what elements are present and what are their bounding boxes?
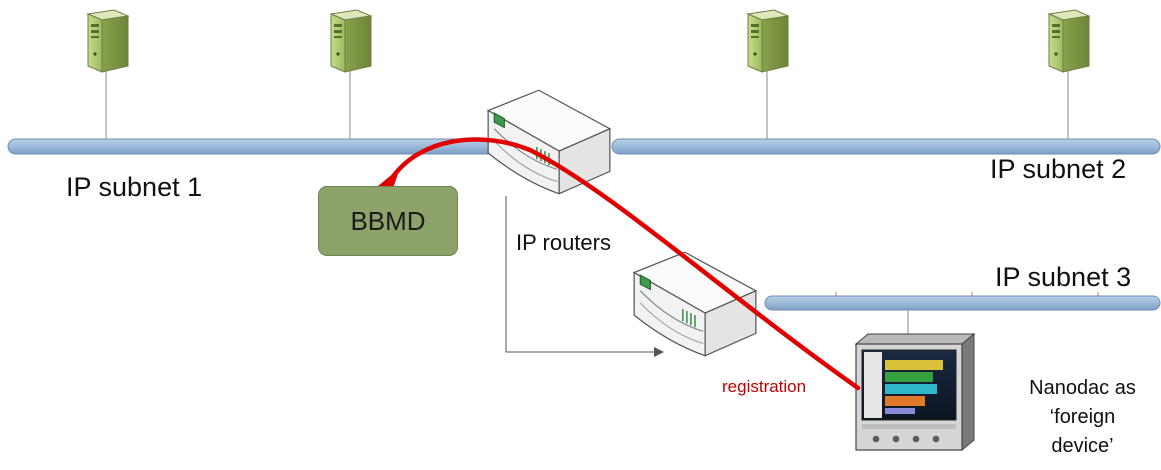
server-icon bbox=[330, 9, 372, 73]
subnet-3-taps bbox=[835, 292, 1099, 296]
bbmd-box: BBMD bbox=[318, 186, 458, 256]
foreign-device-label: Nanodac as ‘foreign device’ bbox=[1005, 374, 1160, 461]
server-icon bbox=[1048, 9, 1090, 73]
routers-label: IP routers bbox=[516, 230, 611, 255]
registration-arrow bbox=[389, 137, 861, 391]
subnet-2-pipe bbox=[611, 138, 1161, 155]
registration-label: registration bbox=[722, 377, 807, 396]
subnet-2-label: IP subnet 2 bbox=[990, 154, 1127, 184]
router-icon bbox=[633, 251, 757, 357]
subnet-1-label: IP subnet 1 bbox=[66, 172, 203, 202]
server-icon bbox=[747, 9, 789, 73]
subnet-3-pipe bbox=[764, 295, 1161, 311]
registration-arrowhead bbox=[378, 168, 400, 188]
nanodac-device-icon bbox=[854, 332, 976, 452]
foreign-device-text: Nanodac as ‘foreign device’ bbox=[1029, 377, 1136, 457]
bbmd-label: BBMD bbox=[350, 205, 426, 236]
server-drop-lines bbox=[105, 70, 1069, 336]
router-link-line bbox=[505, 196, 664, 357]
server-icon bbox=[87, 9, 129, 73]
subnet-3-label: IP subnet 3 bbox=[995, 262, 1132, 292]
